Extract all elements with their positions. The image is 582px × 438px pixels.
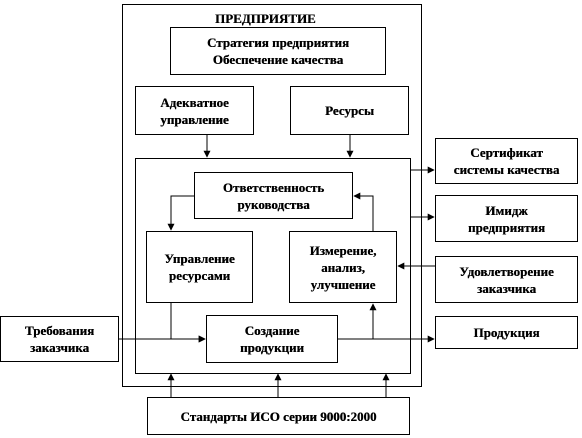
responsibility-box: Ответственность руководства <box>194 172 353 219</box>
customer-requirements-box: Требования заказчика <box>0 316 119 362</box>
resource-mgmt-line1: Управление <box>164 251 235 266</box>
image-line2: предприятия <box>467 219 546 235</box>
creation-line1: Создание <box>244 323 300 338</box>
responsibility-line2: руководства <box>237 196 310 212</box>
measurement-line3: улучшение <box>310 276 376 292</box>
image-box: Имидж предприятия <box>435 195 578 242</box>
requirements-line1: Требования <box>24 323 95 338</box>
resources-box: Ресурсы <box>290 86 409 135</box>
certificate-box: Сертификат системы качества <box>435 138 578 184</box>
arrow-resource-mgmt-to-creation <box>170 303 206 343</box>
product-box: Продукция <box>435 316 578 349</box>
measurement-box: Измерение, анализ, улучшение <box>289 231 397 303</box>
enterprise-title: ПРЕДПРИЯТИЕ <box>215 11 316 26</box>
product-creation-box: Создание продукции <box>206 315 338 363</box>
certificate-line2: системы качества <box>453 162 560 177</box>
adequate-line2: управление <box>160 111 229 127</box>
resources-label: Ресурсы <box>325 103 374 118</box>
measurement-line2: анализ, <box>321 259 365 275</box>
standards-box: Стандарты ИСО серии 9000:2000 <box>147 397 410 435</box>
resource-mgmt-line2: ресурсами <box>168 268 231 283</box>
customer-satisfaction-box: Удовлетворение заказчика <box>435 256 578 303</box>
enterprise-frame <box>122 4 422 387</box>
image-line1: Имидж <box>485 202 528 218</box>
resource-management-box: Управление ресурсами <box>146 231 253 303</box>
product-label: Продукция <box>473 325 540 340</box>
arrow-measurement-to-responsibility <box>353 192 374 231</box>
strategy-line1: Стратегия предприятия <box>206 35 350 50</box>
strategy-box: Стратегия предприятия Обеспечение качест… <box>170 27 386 75</box>
satisfaction-line2: заказчика <box>476 280 537 296</box>
measurement-line1: Измерение, <box>309 242 377 258</box>
responsibility-line1: Ответственность <box>222 179 325 195</box>
requirements-line2: заказчика <box>29 340 90 355</box>
adequate-line1: Адекватное <box>160 94 229 110</box>
strategy-line2: Обеспечение качества <box>212 52 344 67</box>
adequate-management-box: Адекватное управление <box>135 86 254 135</box>
standards-label: Стандарты ИСО серии 9000:2000 <box>180 408 377 424</box>
arrow-responsibility-to-resource-mgmt <box>167 195 194 231</box>
certificate-line1: Сертификат <box>470 145 543 160</box>
creation-line2: продукции <box>240 340 304 355</box>
satisfaction-line1: Удовлетворение <box>459 263 554 279</box>
